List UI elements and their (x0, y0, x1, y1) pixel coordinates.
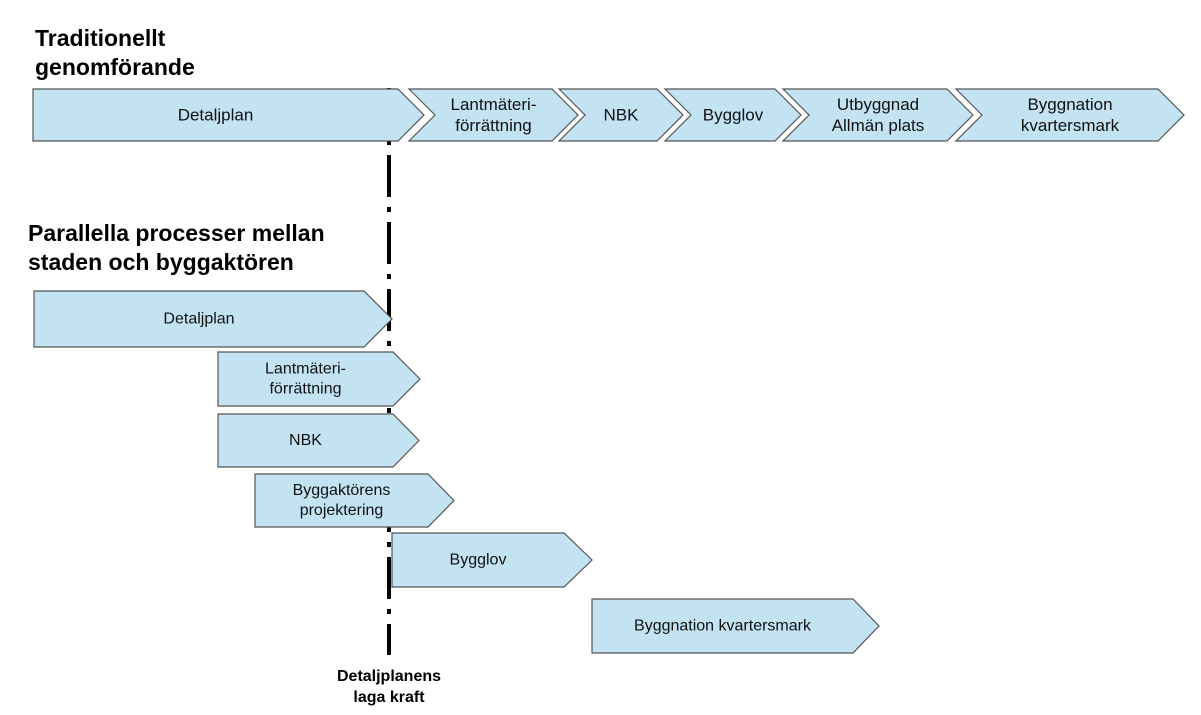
parallel-step-2-label: förrättning (269, 381, 341, 398)
traditional-step-1-shape (32, 88, 425, 142)
parallel-step-3-shape (217, 413, 420, 468)
parallel-step-6-label: Byggnation kvartersmark (634, 618, 812, 635)
traditional-step-1-label: Detaljplan (178, 106, 254, 125)
traditional-step-3-label: NBK (604, 106, 640, 125)
traditional-step-6-label: Byggnation (1027, 95, 1112, 114)
parallel-step-4-shape (254, 473, 455, 528)
parallel-step-2-label: Lantmäteri- (265, 361, 346, 378)
traditional-step-5-shape (781, 88, 974, 142)
traditional-step-2-label: förrättning (455, 116, 532, 135)
traditional-title-line-1: Traditionellt (35, 25, 166, 51)
parallel-title-line-1: Parallella processer mellan (28, 220, 325, 246)
parallel-step-4-label: projektering (300, 502, 384, 519)
parallel-step-4-label: Byggaktörens (293, 482, 391, 499)
parallel-step-6-shape (591, 598, 880, 654)
traditional-title-line-2: genomförande (35, 54, 195, 80)
traditional-step-2-shape (407, 88, 579, 142)
parallel-step-2-shape (217, 351, 421, 407)
milestone-label-line-2: laga kraft (353, 689, 425, 706)
parallel-step-1-label: Detaljplan (163, 311, 234, 328)
traditional-step-5-label: Utbyggnad (837, 95, 919, 114)
traditional-step-2-label: Lantmäteri- (451, 95, 537, 114)
milestone-label-line-1: Detaljplanens (336, 668, 442, 685)
parallel-step-5-label: Bygglov (450, 552, 507, 569)
milestone-label: Detaljplanens laga kraft (299, 666, 479, 708)
traditional-step-5-label: Allmän plats (832, 116, 925, 135)
traditional-step-6-label: kvartersmark (1021, 116, 1120, 135)
traditional-step-4-shape (663, 88, 802, 142)
parallel-step-3-label: NBK (289, 432, 322, 449)
traditional-step-4-label: Bygglov (703, 106, 764, 125)
parallel-title: Parallella processer mellan staden och b… (28, 219, 325, 277)
traditional-step-3-shape (557, 88, 684, 142)
parallel-step-5-shape (391, 532, 593, 588)
parallel-step-1-shape (33, 290, 393, 348)
parallel-title-line-2: staden och byggaktören (28, 249, 294, 275)
traditional-title: Traditionellt genomförande (35, 24, 195, 82)
traditional-step-6-shape (954, 88, 1185, 142)
